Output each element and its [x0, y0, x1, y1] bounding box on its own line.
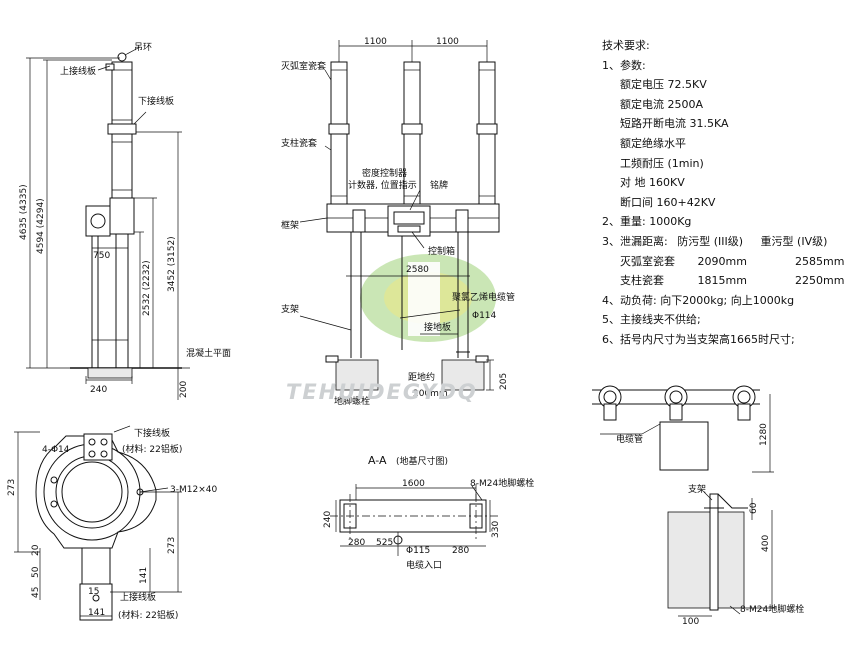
label-lower-terminal-detail: 下接线板 [134, 427, 170, 439]
dim-foundation-525: 525 [376, 538, 393, 548]
dim-foundation-280-left: 280 [348, 538, 365, 548]
dim-foundation-240: 240 [323, 511, 333, 528]
dim-top-spacing-1: 1100 [364, 37, 387, 47]
spec-post-IV: 2250mm [795, 274, 845, 288]
spec-pollution-III: 防污型 (III级) [677, 234, 744, 248]
spec-item-6: 6、括号内尺寸为当支架高1665时尺寸; [602, 332, 795, 346]
label-foundation-bolts: 8-M24地脚螺栓 [470, 477, 534, 489]
dim-200mm: 200mm [413, 389, 448, 399]
dim-total-height: 4635 (4335) [19, 184, 29, 240]
label-lower-terminal: 下接线板 [138, 95, 174, 107]
spec-item-5: 5、主接线夹不供给; [602, 313, 701, 327]
label-nameplate: 铭牌 [430, 179, 448, 191]
spec-power-frequency: 工频耐压 (1min) [620, 156, 704, 170]
dim-top-spacing-2: 1100 [436, 37, 459, 47]
dim-400: 400 [761, 535, 771, 552]
dim-20: 20 [31, 544, 41, 556]
front-view: 吊环 上接线板 下接线板 混凝土平面 4635 (4335) 4594 (429… [19, 42, 231, 400]
label-control-cabinet: 控制箱 [428, 245, 455, 257]
spec-item-3-row: 3、泄漏距离: 防污型 (III级) 重污型 (IV级) [602, 232, 857, 252]
dim-273-left: 273 [7, 479, 17, 496]
spec-item-4: 4、动负荷: 向下2000kg; 向上1000kg [602, 293, 795, 307]
label-upper-terminal: 上接线板 [60, 65, 96, 77]
dim-273-right: 273 [167, 537, 177, 554]
label-density-relay-2: 计数器, 位置指示 [348, 179, 417, 191]
label-upper-material: (材料: 22铝板) [118, 609, 178, 621]
label-frame: 框架 [281, 219, 299, 231]
terminal-detail: 4-Φ14 下接线板 (材料: 22铝板) 3-M12×40 273 273 2… [7, 425, 217, 621]
spec-post-row: 支柱瓷套 1815mm 2250mm [602, 271, 857, 291]
dim-60: 60 [749, 502, 759, 514]
label-anchor-support: 支架 [688, 483, 706, 495]
dim-15: 15 [88, 587, 99, 597]
dim-141-vertical: 141 [139, 567, 149, 584]
label-post-insulator: 支柱瓷套 [281, 137, 317, 149]
dim-phi114: Φ114 [472, 311, 497, 321]
dim-141-horizontal: 141 [88, 608, 105, 618]
dim-foundation-280-right: 280 [452, 546, 469, 556]
dim-200: 200 [179, 381, 189, 398]
anchor-detail: 支架 60 400 100 8-M24地脚螺栓 [667, 483, 804, 627]
label-distance: 距地约 [408, 371, 435, 383]
spec-breaking-current: 短路开断电流 31.5KA [620, 117, 729, 131]
dim-2580: 2580 [406, 265, 429, 275]
spec-rated-voltage: 额定电压 72.5KV [620, 78, 707, 92]
spec-title: 技术要求: [602, 39, 650, 52]
dim-mid-height: 4594 (4294) [36, 198, 46, 254]
spec-interrupter-row: 灭弧室瓷套 2090mm 2585mm [602, 252, 857, 272]
label-foundation-level: 混凝土平面 [186, 347, 231, 359]
dim-1280: 1280 [759, 423, 769, 446]
spec-across-break: 断口间 160+42KV [620, 195, 716, 209]
spec-rated-current: 额定电流 2500A [620, 97, 704, 111]
dim-foundation-330: 330 [491, 521, 501, 538]
label-interrupter-insulator: 灭弧室瓷套 [281, 60, 326, 72]
spec-interrupter-III: 2090mm [697, 254, 747, 268]
label-conduit: 电缆管 [616, 433, 643, 445]
foundation-plan: A-A (地基尺寸图) 1600 8-M24地脚螺栓 240 330 280 5… [323, 454, 534, 571]
label-grounding-plate: 接地板 [424, 321, 451, 333]
pole-1 [328, 61, 350, 205]
label-lower-material: (材料: 22铝板) [122, 443, 182, 455]
spec-to-ground: 对 地 160KV [620, 176, 685, 190]
spec-item-1: 1、参数: [602, 58, 646, 72]
dim-support-height: 3452 (3152) [167, 236, 177, 292]
dim-bolts: 3-M12×40 [170, 485, 217, 495]
label-support: 支架 [281, 303, 299, 315]
dim-1600: 1600 [402, 479, 425, 489]
spec-interrupter-IV: 2585mm [795, 254, 845, 268]
spec-insulation-level: 额定绝缘水平 [620, 136, 686, 150]
dim-foundation-phi115: Φ115 [406, 546, 430, 556]
technical-requirements: 技术要求: 1、参数: 额定电压 72.5KV 额定电流 2500A 短路开断电… [602, 36, 857, 350]
spec-pollution-IV: 重污型 (IV级) [760, 234, 828, 248]
dim-750: 750 [93, 251, 110, 261]
pole-2 [401, 61, 423, 205]
conduit-detail: 电缆管 1280 [592, 385, 774, 473]
foundation-subtitle: (地基尺寸图) [396, 455, 448, 467]
dim-45: 45 [31, 587, 41, 598]
foundation-title: A-A [368, 454, 387, 467]
label-anchor-bolts: 8-M24地脚螺栓 [740, 603, 804, 615]
dim-240: 240 [90, 385, 107, 395]
spec-item-2: 2、重量: 1000Kg [602, 215, 692, 229]
spec-interrupter-label: 灭弧室瓷套 [620, 254, 675, 268]
label-hanging-ring: 吊环 [134, 42, 152, 53]
spec-post-label: 支柱瓷套 [620, 274, 664, 288]
spec-item-3: 3、泄漏距离: [602, 234, 668, 248]
dim-50: 50 [31, 566, 41, 578]
label-upper-terminal-detail: 上接线板 [120, 591, 156, 603]
watermark-text: TEHUIDEGYDQ [286, 380, 478, 404]
dim-holes: 4-Φ14 [42, 445, 70, 455]
spec-post-III: 1815mm [697, 274, 747, 288]
dim-frame-height: 2532 (2232) [142, 260, 152, 316]
label-cable-conduit: 聚氯乙烯电缆管 [452, 291, 515, 303]
label-density-relay: 密度控制器 [362, 167, 407, 179]
dim-100: 100 [682, 617, 699, 627]
side-view: 1100 1100 灭弧室瓷套 支柱瓷套 框架 密度控制器 计数器, 位置指示 … [281, 37, 515, 407]
pole-3 [476, 61, 498, 205]
label-cable-entry: 电缆入口 [406, 559, 442, 571]
dim-205: 205 [499, 373, 509, 390]
label-anchor-bolt: 地脚螺栓 [334, 395, 370, 407]
